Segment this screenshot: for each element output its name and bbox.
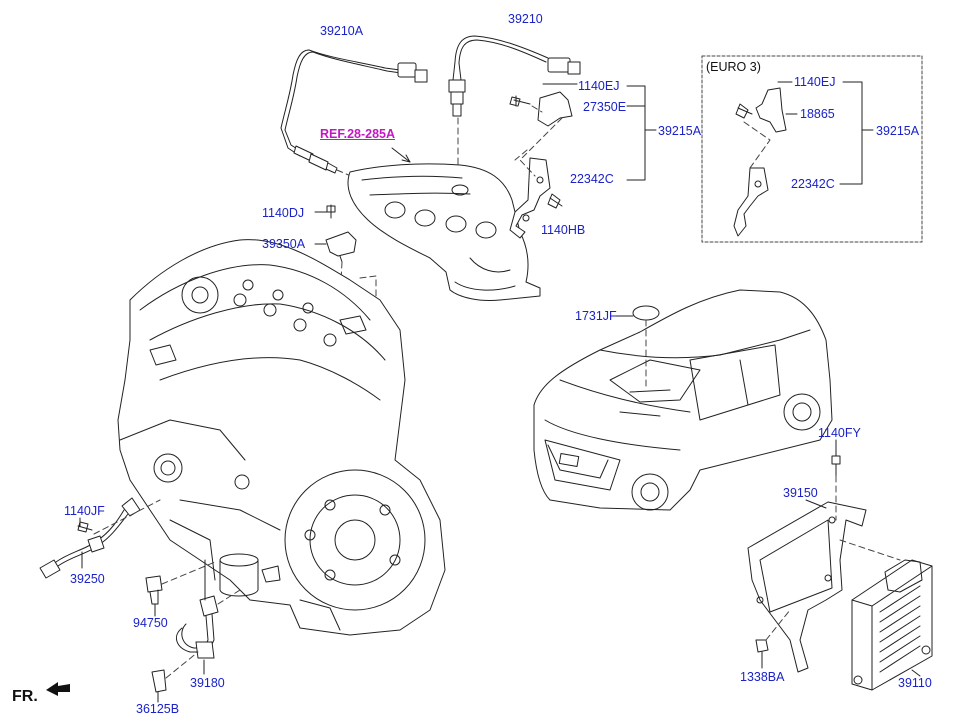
- euro3-heading: (EURO 3): [706, 60, 761, 74]
- label-1731jf[interactable]: 1731JF: [575, 309, 617, 323]
- label-euro3-22342c[interactable]: 22342C: [791, 177, 835, 191]
- label-36125b[interactable]: 36125B: [136, 702, 180, 716]
- map-sensor[interactable]: [325, 231, 357, 263]
- bolt-1140ej[interactable]: [509, 95, 531, 107]
- label-euro3-39215a[interactable]: 39215A: [876, 124, 920, 138]
- bracket-27350e[interactable]: [537, 91, 573, 127]
- label-1140fy[interactable]: 1140FY: [818, 426, 861, 440]
- exhaust-manifold: [347, 163, 541, 301]
- euro3-bracket-lower[interactable]: [733, 167, 769, 237]
- front-arrow-icon: [46, 682, 70, 696]
- ecu-bracket[interactable]: [747, 501, 867, 673]
- bolt-1140dj[interactable]: [326, 204, 336, 219]
- label-1338ba[interactable]: 1338BA: [740, 670, 785, 684]
- label-94750[interactable]: 94750: [133, 616, 168, 630]
- label-1140hb[interactable]: 1140HB: [541, 223, 586, 237]
- crankshaft-position-sensor[interactable]: [175, 559, 219, 659]
- label-27350e[interactable]: 27350E: [583, 100, 627, 114]
- label-22342c[interactable]: 22342C: [570, 172, 614, 186]
- ref-28-285a-link[interactable]: REF.28-285A: [320, 127, 396, 141]
- bolt-1140hb[interactable]: [547, 193, 563, 209]
- knock-sensor[interactable]: [39, 497, 141, 579]
- vehicle-illustration: [533, 289, 833, 511]
- label-39180[interactable]: 39180: [190, 676, 225, 690]
- label-39110[interactable]: 39110: [898, 676, 932, 690]
- label-39215a[interactable]: 39215A: [658, 124, 702, 138]
- label-18865[interactable]: 18865: [800, 107, 835, 121]
- label-1140ej[interactable]: 1140EJ: [578, 79, 620, 93]
- label-39250[interactable]: 39250: [70, 572, 105, 586]
- front-direction-label: FR.: [12, 688, 38, 705]
- bracket-22342c[interactable]: [509, 157, 551, 239]
- euro3-bracket-upper[interactable]: [735, 87, 787, 133]
- label-39350a[interactable]: 39350A: [262, 237, 306, 251]
- label-1140jf[interactable]: 1140JF: [64, 504, 105, 518]
- bolt-36125b[interactable]: [151, 669, 167, 693]
- oil-pressure-switch[interactable]: [145, 575, 163, 605]
- bolt-1140fy[interactable]: [831, 455, 841, 477]
- label-39210[interactable]: 39210: [508, 12, 543, 26]
- oxygen-sensor-front[interactable]: [280, 49, 428, 174]
- label-39150[interactable]: 39150: [783, 486, 818, 500]
- label-39210a[interactable]: 39210A: [320, 24, 364, 38]
- oxygen-sensor-rear[interactable]: [448, 35, 581, 117]
- bolt-1140jf[interactable]: [77, 521, 93, 533]
- engine-assembly: [117, 239, 446, 636]
- nut-1338ba[interactable]: [755, 639, 769, 653]
- ecu-module[interactable]: [851, 559, 933, 691]
- label-euro3-1140ej[interactable]: 1140EJ: [794, 75, 836, 89]
- label-1140dj[interactable]: 1140DJ: [262, 206, 305, 220]
